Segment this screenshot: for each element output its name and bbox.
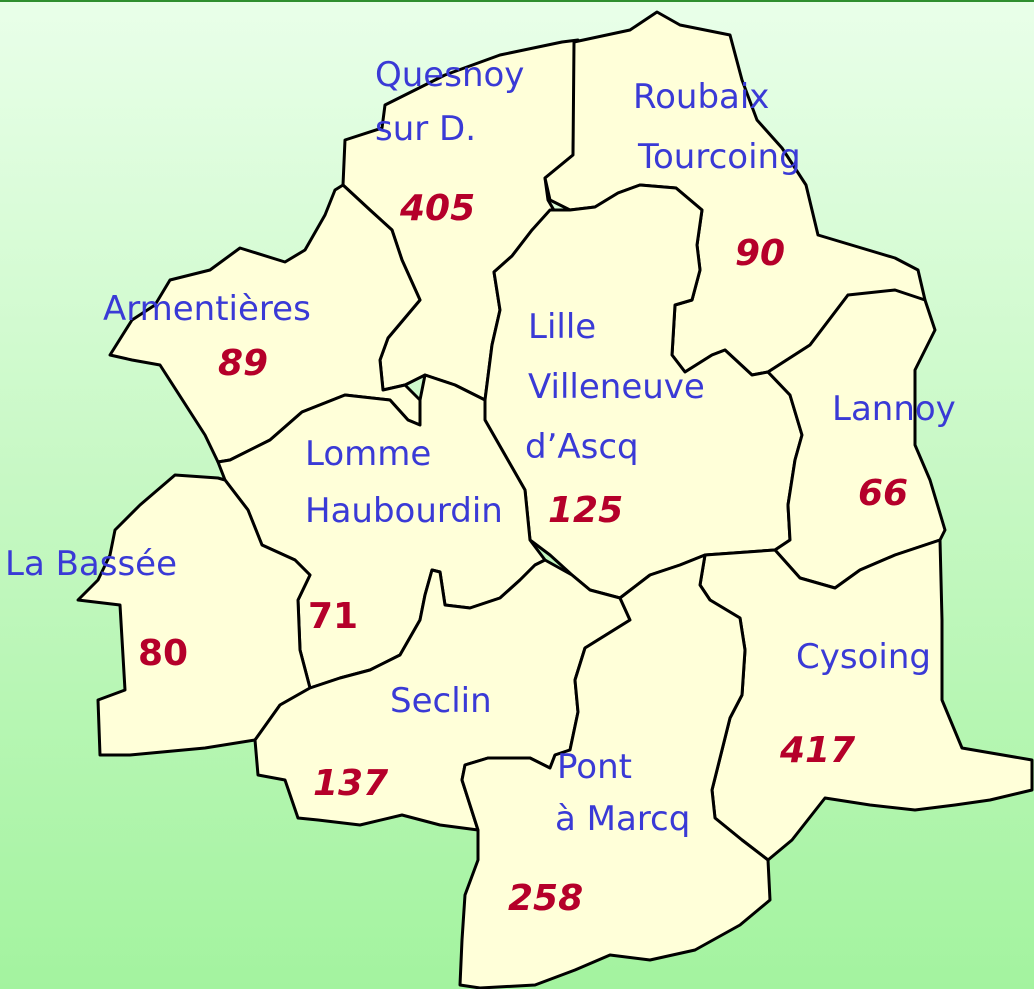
- label-lille-line2: Villeneuve: [528, 367, 705, 407]
- region-cysoing[interactable]: [698, 538, 1034, 862]
- label-quesnoy-line2: sur D.: [375, 109, 476, 149]
- value-armentieres: 89: [218, 343, 268, 384]
- label-lomme-line1: Lomme: [305, 434, 431, 474]
- value-lomme: 71: [308, 596, 358, 637]
- label-roubaix-line2: Tourcoing: [637, 137, 801, 177]
- label-lannoy: Lannoy: [832, 389, 956, 429]
- label-lille-line3: d’Ascq: [525, 427, 639, 467]
- label-lille-line1: Lille: [528, 307, 596, 347]
- label-pont-line1: Pont: [557, 747, 632, 787]
- value-quesnoy: 405: [399, 188, 475, 229]
- label-cysoing: Cysoing: [796, 637, 931, 677]
- label-quesnoy-line1: Quesnoy: [375, 55, 524, 95]
- top-border-line: [0, 0, 1034, 2]
- value-la-bassee: 80: [138, 633, 188, 674]
- value-pont-a-marcq: 258: [508, 878, 583, 919]
- region-pont-a-marcq[interactable]: [458, 553, 772, 989]
- label-roubaix-line1: Roubaix: [633, 77, 769, 117]
- label-lomme-line2: Haubourdin: [305, 491, 503, 531]
- value-lille: 125: [548, 490, 623, 531]
- value-seclin: 137: [313, 763, 388, 804]
- value-roubaix: 90: [735, 233, 785, 274]
- value-cysoing: 417: [779, 730, 855, 771]
- value-lannoy: 66: [858, 473, 908, 514]
- label-armentieres: Armentières: [103, 289, 311, 329]
- label-la-bassee: La Bassée: [5, 544, 177, 584]
- label-pont-line2: à Marcq: [555, 799, 690, 839]
- region-la-bassee[interactable]: [76, 473, 312, 757]
- label-seclin: Seclin: [390, 681, 492, 721]
